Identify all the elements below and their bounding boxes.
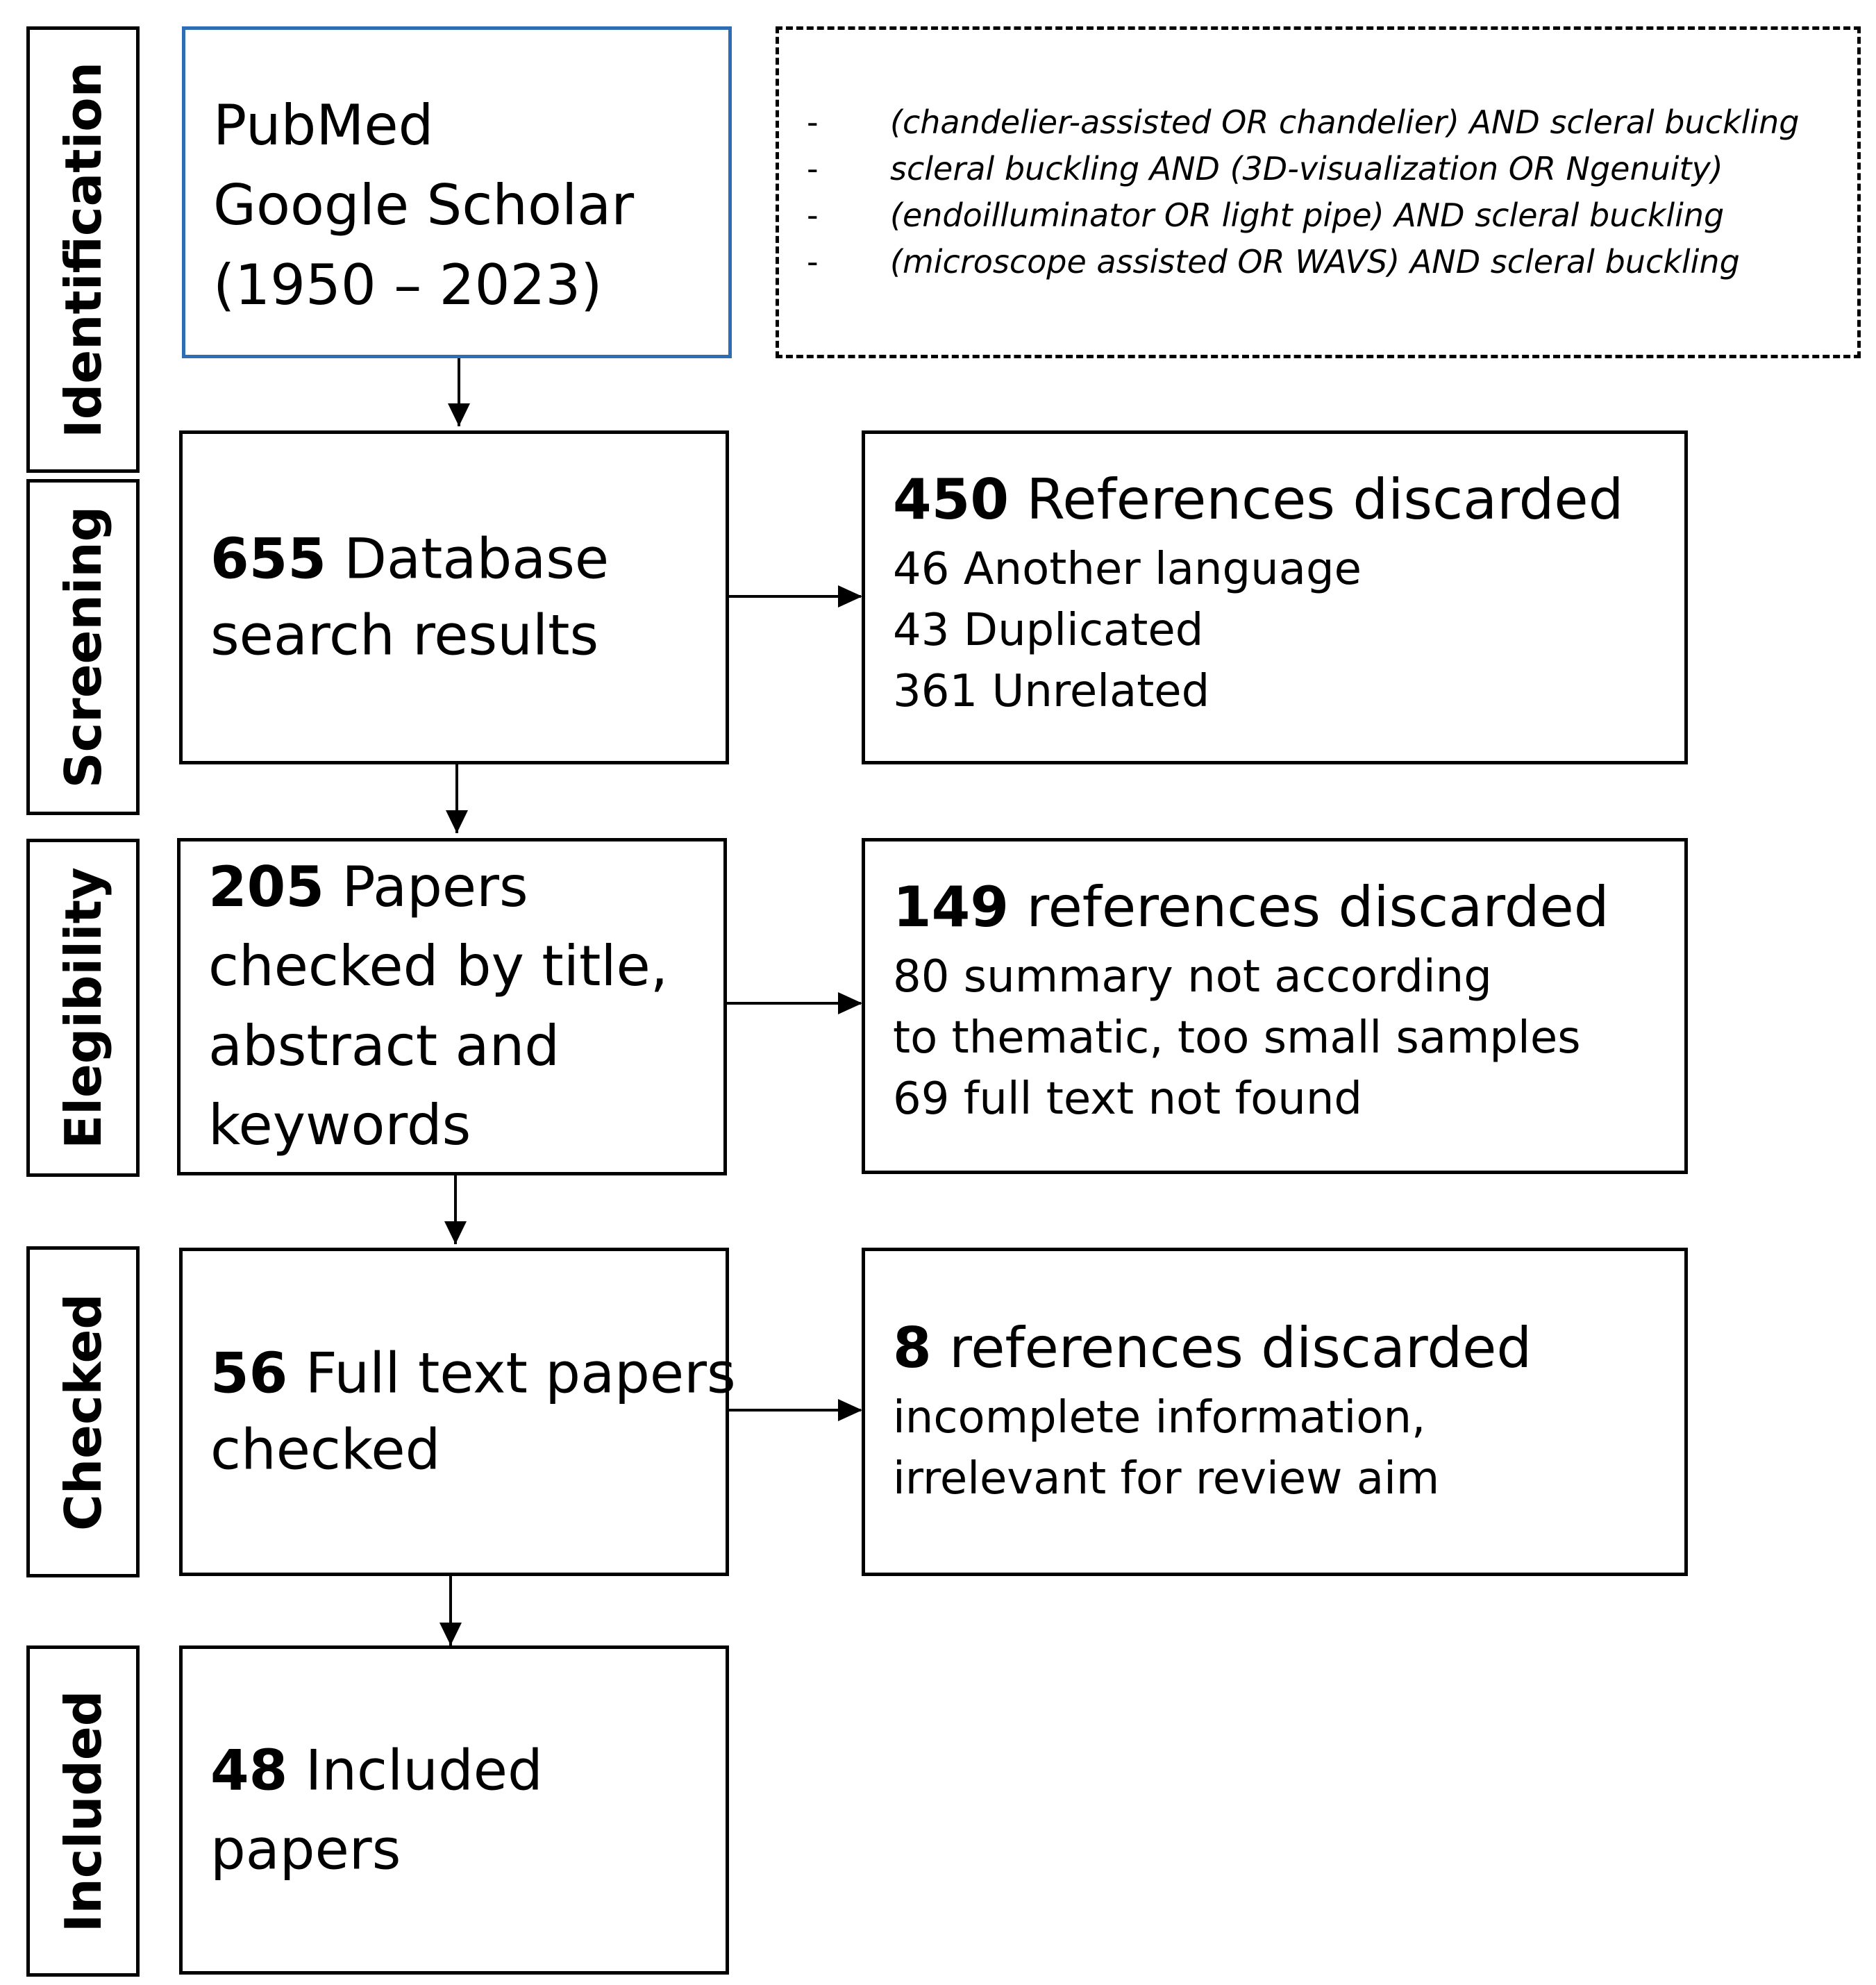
screening-label: Database [326, 526, 610, 592]
discard-reason: 46 Another language [893, 544, 1362, 595]
search-query: - (microscope assisted OR WAVS) AND scle… [807, 239, 1800, 285]
elegibility-discard-text: 149 references discarded 80 summary not … [893, 873, 1609, 1130]
screening-discard-count: 450 [893, 467, 1009, 532]
elegibility-discard-title: references discarded [1009, 875, 1609, 939]
checked-label: Full text papers [287, 1341, 736, 1406]
checked-box: 56 Full text papers checked [179, 1248, 736, 1576]
stage-label: Screening [53, 505, 112, 789]
discard-reason: 69 full text not found [893, 1073, 1363, 1125]
search-queries-list: - (chandelier-assisted OR chandelier) AN… [807, 99, 1800, 285]
sources-list: PubMed Google Scholar (1950 – 2023) [213, 85, 634, 326]
arrowhead [838, 1399, 862, 1421]
screening-text: 655 Database search results [210, 521, 712, 674]
source-date-range: (1950 – 2023) [213, 253, 603, 318]
checked-count: 56 [210, 1341, 288, 1406]
elegibility-count: 205 [208, 855, 324, 920]
elegibility-text: 205 Papers checked by title, abstract an… [208, 848, 710, 1166]
arrowhead [446, 810, 468, 833]
stage-label: Elegibility [53, 866, 112, 1149]
screening-discard-title: References discarded [1009, 467, 1624, 532]
screening-label-2: search results [210, 603, 599, 668]
stage-checked: Checked [26, 1246, 140, 1577]
included-label: Included [287, 1738, 543, 1803]
source-pubmed: PubMed [213, 93, 434, 158]
checked-discard-count: 8 [893, 1316, 932, 1380]
elegibility-label: Papers [324, 855, 528, 920]
search-query: - (endoilluminator OR light pipe) AND sc… [807, 192, 1800, 239]
included-box: 48 Included papers [179, 1645, 729, 1975]
checked-text: 56 Full text papers checked [210, 1335, 736, 1489]
discard-reason: 361 Unrelated [893, 666, 1210, 717]
checked-discard-text: 8 references discarded incomplete inform… [893, 1314, 1532, 1509]
query-text: (endoilluminator OR light pipe) AND scle… [890, 196, 1725, 234]
query-bullet: - [807, 196, 819, 234]
elegibility-label-3: abstract and [208, 1014, 560, 1078]
discard-reason: 80 summary not according [893, 951, 1492, 1003]
stage-label: Checked [53, 1293, 112, 1531]
checked-discard-title: references discarded [931, 1316, 1532, 1380]
stage-label: Identification [53, 61, 112, 438]
discard-reason: incomplete information, [893, 1392, 1426, 1443]
query-bullet: - [807, 150, 819, 187]
stage-included: Included [26, 1645, 140, 1977]
elegibility-box: 205 Papers checked by title, abstract an… [177, 838, 727, 1175]
elegibility-discard-count: 149 [893, 875, 1009, 939]
stage-screening: Screening [26, 479, 140, 815]
query-text: (chandelier-assisted OR chandelier) AND … [890, 103, 1800, 141]
screening-box: 655 Database search results [179, 430, 729, 764]
elegibility-label-2: checked by title, [208, 934, 669, 999]
search-query: - (chandelier-assisted OR chandelier) AN… [807, 99, 1800, 146]
arrowhead [448, 403, 470, 426]
query-bullet: - [807, 103, 819, 141]
search-queries-box: - (chandelier-assisted OR chandelier) AN… [776, 26, 1861, 358]
screening-count: 655 [210, 526, 326, 592]
arrowhead [838, 585, 862, 608]
query-bullet: - [807, 243, 819, 280]
stage-label: Included [53, 1690, 112, 1932]
included-text: 48 Included papers [210, 1731, 712, 1888]
checked-discard-box: 8 references discarded incomplete inform… [862, 1248, 1688, 1576]
discard-reason: irrelevant for review aim [893, 1453, 1440, 1505]
search-query: - scleral buckling AND (3D-visualization… [807, 146, 1800, 192]
stage-identification: Identification [26, 26, 140, 473]
discard-reason: 43 Duplicated [893, 605, 1204, 656]
query-text: (microscope assisted OR WAVS) AND sclera… [890, 243, 1740, 280]
screening-discard-text: 450 References discarded 46 Another lang… [893, 465, 1623, 722]
arrowhead [444, 1221, 467, 1244]
checked-label-2: checked [210, 1417, 441, 1482]
included-count: 48 [210, 1738, 288, 1803]
stage-elegibility: Elegibility [26, 839, 140, 1177]
source-google-scholar: Google Scholar [213, 173, 635, 238]
elegibility-discard-box: 149 references discarded 80 summary not … [862, 838, 1688, 1174]
screening-discard-box: 450 References discarded 46 Another lang… [862, 430, 1688, 764]
elegibility-label-4: keywords [208, 1093, 471, 1158]
arrowhead [439, 1623, 462, 1645]
discard-reason: to thematic, too small samples [893, 1012, 1581, 1064]
included-label-2: papers [210, 1817, 401, 1882]
sources-box: PubMed Google Scholar (1950 – 2023) [182, 26, 732, 358]
arrowhead [838, 992, 862, 1014]
query-text: scleral buckling AND (3D-visualization O… [890, 150, 1723, 187]
